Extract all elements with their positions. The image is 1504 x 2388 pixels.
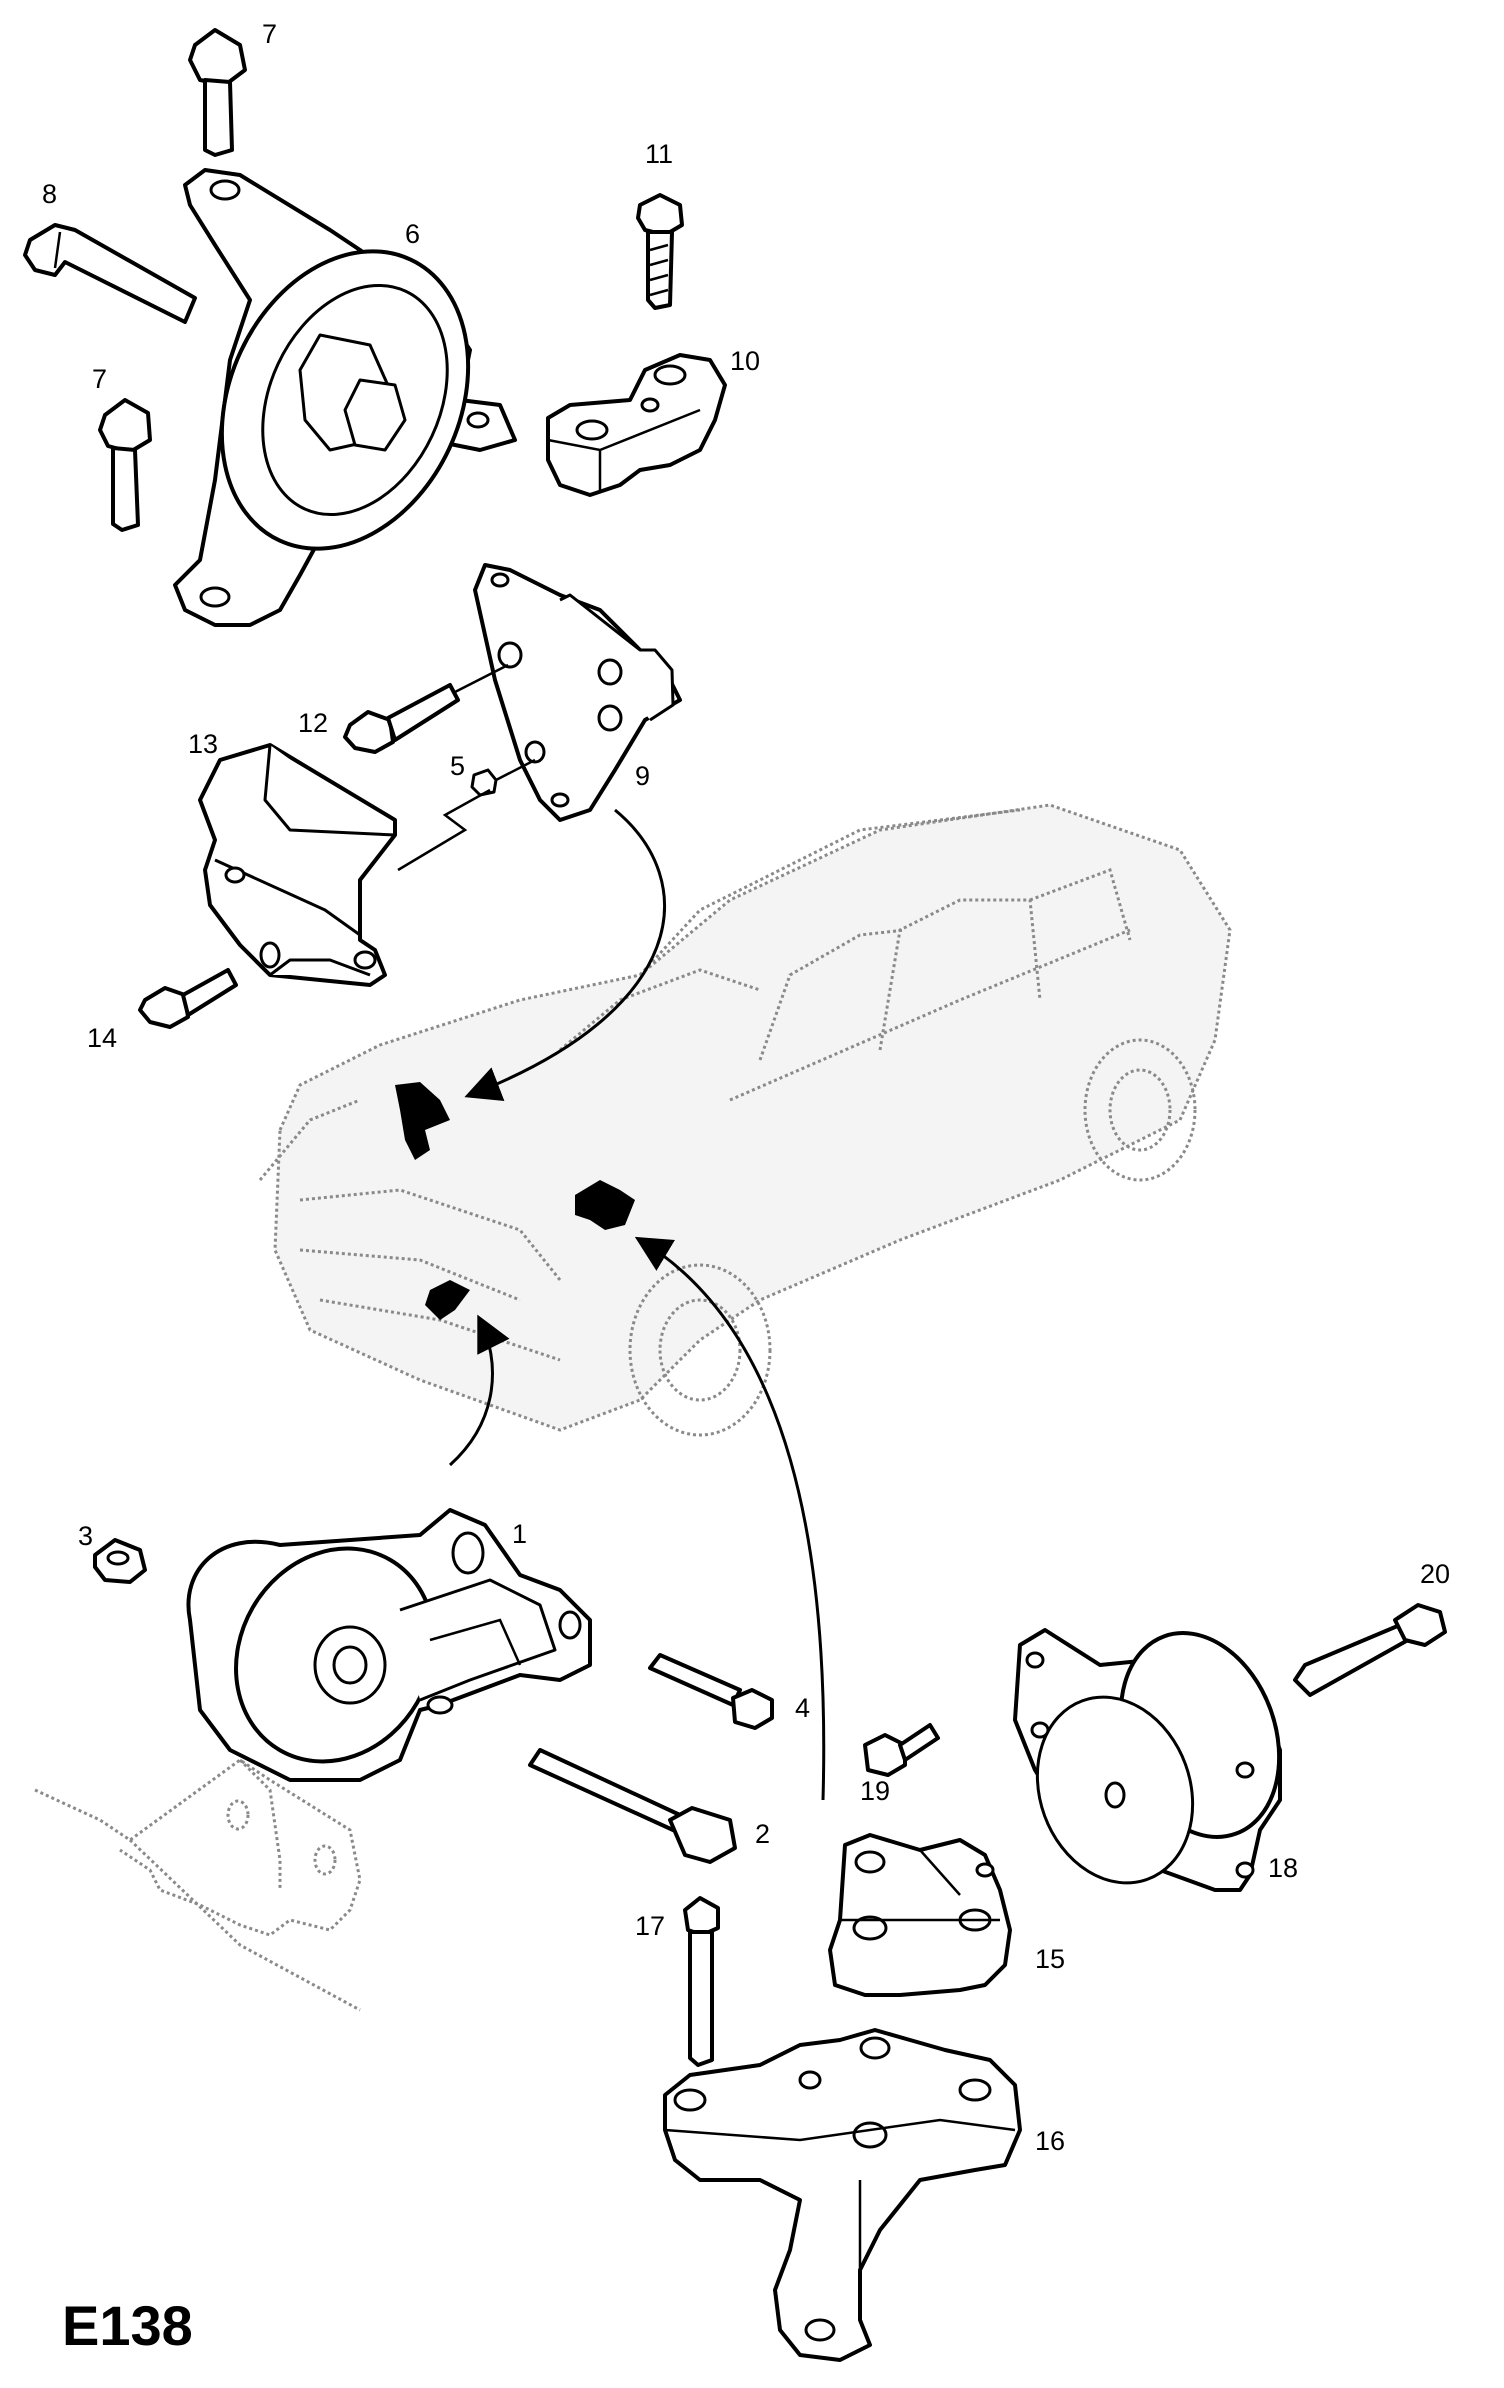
bracket-10	[546, 353, 727, 497]
part-label: 4	[795, 1693, 810, 1723]
part-label: 7	[92, 364, 107, 394]
bolt-7-top	[188, 28, 247, 157]
part-label: 10	[730, 346, 760, 376]
part-label: 7	[262, 19, 277, 49]
arrow-right-mount	[634, 1236, 826, 1801]
bracket-15	[828, 1833, 1012, 1997]
part-label: 20	[1420, 1559, 1450, 1589]
bolt-4	[648, 1653, 774, 1730]
part-label: 11	[645, 139, 673, 169]
part-label: 18	[1268, 1853, 1298, 1883]
engine-mount-front	[186, 1508, 592, 1782]
bolt-8	[23, 223, 197, 324]
part-label: 1	[512, 1519, 527, 1549]
bracket-13	[198, 743, 491, 987]
part-label: 13	[188, 729, 218, 759]
bracket-16	[663, 2028, 1022, 2362]
part-label: 8	[42, 179, 57, 209]
part-label: 3	[78, 1521, 93, 1551]
diagram-code: E138	[62, 2294, 193, 2357]
engine-mount-rear	[1013, 1628, 1282, 1892]
nut-3	[93, 1538, 147, 1584]
part-label: 16	[1035, 2126, 1065, 2156]
bolt-12	[343, 663, 509, 754]
bolt-20	[1293, 1603, 1447, 1697]
part-label: 17	[635, 1911, 665, 1941]
body-bracket	[34, 1758, 362, 2012]
bolt-17	[683, 1896, 720, 2067]
arrow-front-mount	[448, 1314, 510, 1467]
part-label: 6	[405, 219, 420, 249]
arrow-upper-mount	[464, 808, 667, 1101]
mount-location-right	[575, 1180, 635, 1230]
mount-location-front	[425, 1280, 470, 1320]
bolt-14	[138, 968, 238, 1029]
part-label: 9	[635, 761, 650, 791]
part-label: 12	[298, 708, 328, 738]
nut-5	[470, 758, 536, 797]
part-label: 19	[860, 1776, 890, 1806]
part-label: 2	[755, 1819, 770, 1849]
bolt-2	[528, 1748, 737, 1864]
bolt-11	[636, 193, 684, 310]
mount-location-rear	[395, 1082, 450, 1160]
engine-mount-upper	[173, 168, 517, 627]
bolt-19	[863, 1723, 940, 1777]
part-label: 15	[1035, 1944, 1065, 1974]
part-label: 5	[450, 751, 465, 781]
part-label: 14	[87, 1023, 117, 1053]
bracket-plate-9	[473, 563, 682, 822]
bolt-7-left	[98, 398, 152, 532]
